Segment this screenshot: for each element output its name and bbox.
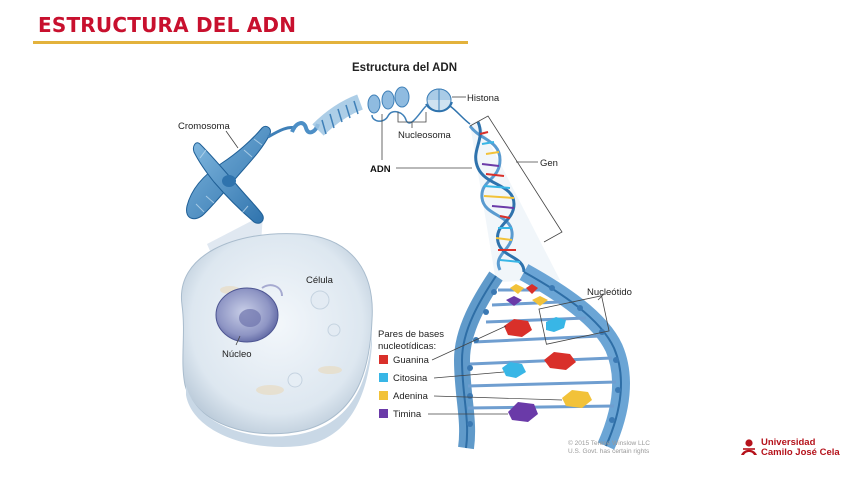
nucleo-leader-line <box>235 335 241 346</box>
label-celula: Célula <box>306 275 334 286</box>
legend-heading-line2: nucleotídicas: <box>378 341 436 352</box>
logo-line-2: Camilo José Cela <box>761 447 840 458</box>
nucleotide-bracket <box>538 295 610 345</box>
label-nucleotido: Nucleótido <box>587 287 632 298</box>
cromosoma-leader-line <box>225 130 239 149</box>
chromatin-fiber <box>267 86 427 139</box>
credit-line-2: U.S. Govt. has certain rights <box>568 448 650 455</box>
nucleotide-leader-line <box>597 293 605 301</box>
university-logo-icon <box>741 439 757 455</box>
legend-swatch-guanina <box>379 355 388 364</box>
logo-line-1: Universidad <box>761 437 816 448</box>
legend-leader-adenina <box>433 395 563 401</box>
slide-title: ESTRUCTURA DEL ADN <box>38 13 297 37</box>
base-pairs-legend: Pares de bases nucleotídicas: Guanina Ci… <box>378 325 563 420</box>
figure-title: Estructura del ADN <box>352 62 457 74</box>
legend-label-adenina: Adenina <box>393 391 429 402</box>
label-histona: Histona <box>467 93 500 104</box>
legend-label-timina: Timina <box>393 409 422 420</box>
label-nucleo: Núcleo <box>222 349 252 360</box>
legend-leader-citosina <box>433 371 505 379</box>
legend-swatch-citosina <box>379 373 388 382</box>
gene-bracket <box>469 115 563 243</box>
nucleosome-histone <box>425 88 471 125</box>
university-logo: Universidad Camilo José Cela <box>740 438 840 458</box>
legend-swatch-timina <box>379 409 388 418</box>
cell-illustration <box>181 233 373 447</box>
label-cromosoma: Cromosoma <box>178 121 230 132</box>
university-logo-text: Universidad Camilo José Cela <box>761 438 840 458</box>
label-adn: ADN <box>370 164 391 175</box>
legend-heading-line1: Pares de bases <box>378 329 444 340</box>
gene-helix <box>468 121 526 273</box>
legend-leader-guanina <box>431 325 507 361</box>
credit-line-1: © 2015 Terese Winslow LLC <box>568 439 650 447</box>
chromosome-illustration <box>186 125 271 224</box>
legend-label-citosina: Citosina <box>393 373 428 384</box>
legend-swatch-adenina <box>379 391 388 400</box>
legend-label-guanina: Guanina <box>393 355 430 366</box>
label-nucleosoma: Nucleosoma <box>398 130 452 141</box>
title-underline <box>33 41 468 44</box>
label-gen: Gen <box>540 158 558 169</box>
large-helix <box>453 264 630 450</box>
